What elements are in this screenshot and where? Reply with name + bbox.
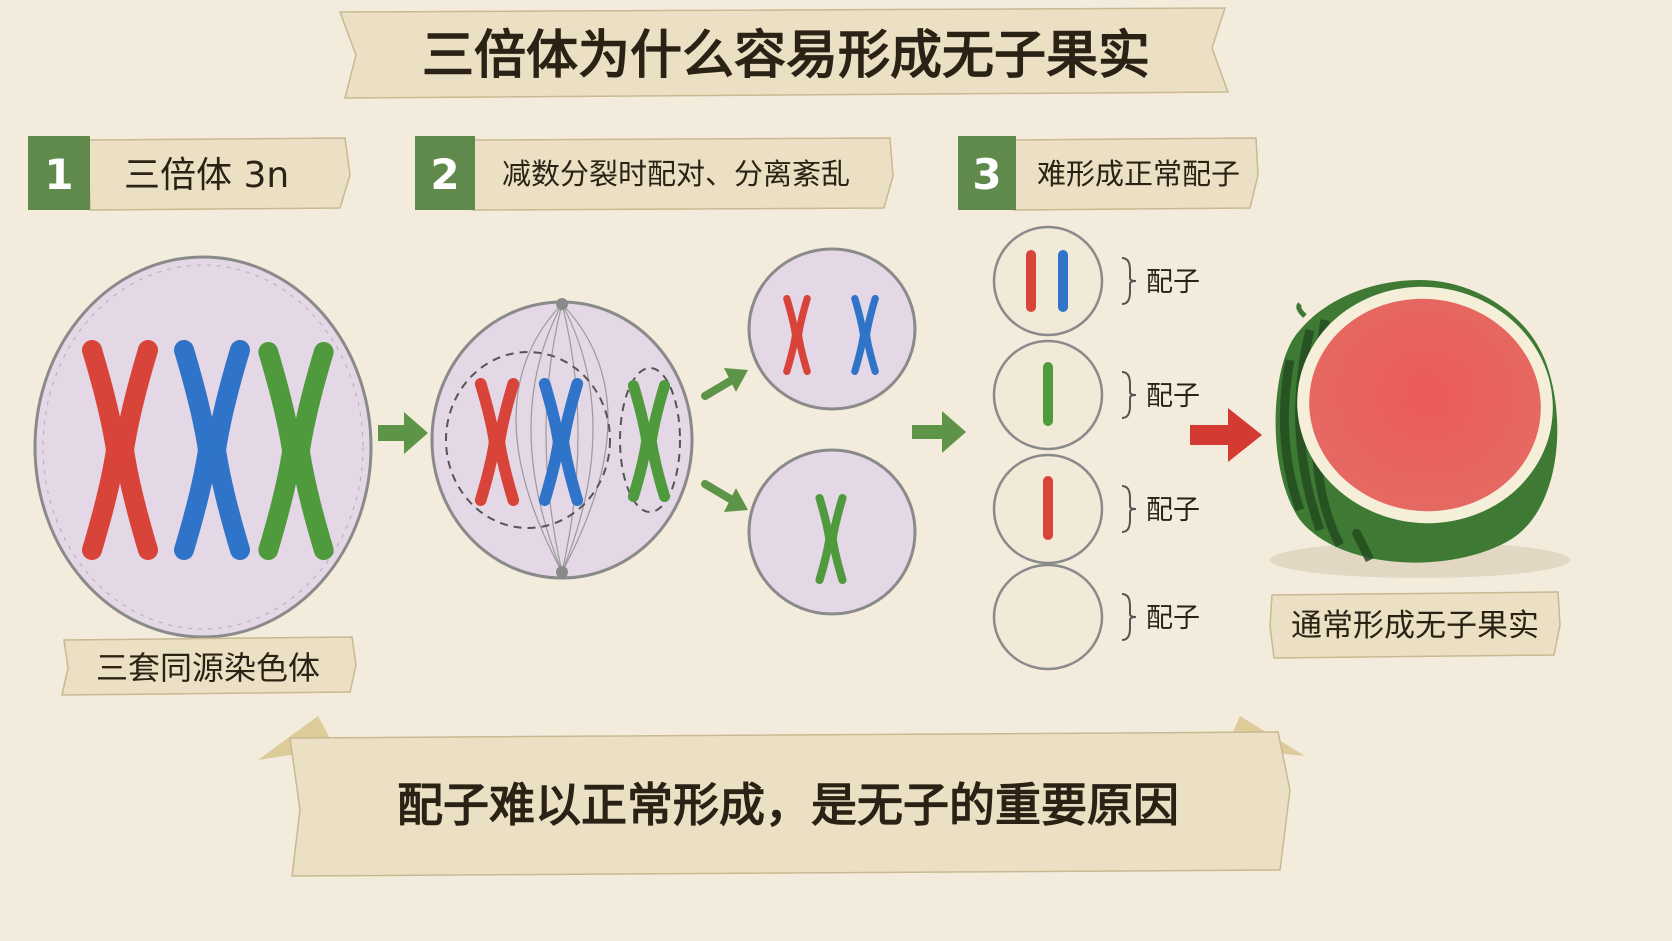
conclusion-banner: 配子难以正常形成，是无子的重要原因: [258, 716, 1305, 877]
step-2-label: 减数分裂时配对、分离紊乱: [502, 157, 850, 191]
step-2-header: 2 减数分裂时配对、分离紊乱: [415, 136, 894, 211]
arrow-down-right-icon: [701, 480, 748, 512]
fruit-caption: 通常形成无子果实: [1291, 608, 1539, 644]
step-3-header: 3 难形成正常配子: [958, 136, 1259, 211]
chromosome-red-icon: [1026, 250, 1036, 312]
chromosome-red-icon: [1043, 476, 1053, 540]
daughter-cell-bottom: [747, 448, 917, 616]
gamete-label: 配子: [1146, 495, 1200, 526]
cell-caption: 三套同源染色体: [96, 649, 320, 687]
step-1-header: 1 三倍体 3n: [28, 136, 351, 211]
triploid-cell: [33, 255, 373, 639]
gamete-item: 配子: [992, 339, 1200, 451]
gamete-item: 配子: [992, 225, 1200, 337]
gamete-list: 配子 配子 配子 配子: [992, 225, 1200, 671]
step-2-number: 2: [430, 150, 459, 199]
step-2-badge: [415, 136, 475, 210]
step-3-label: 难形成正常配子: [1037, 157, 1240, 191]
title-banner: 三倍体为什么容易形成无子果实: [338, 7, 1230, 99]
fruit-caption-tag: 通常形成无子果实: [1269, 591, 1561, 659]
arrow-right-icon: [1190, 408, 1262, 462]
chromosome-green-icon: [1043, 362, 1053, 426]
brace-icon: [1121, 593, 1137, 641]
gamete-item: 配子: [992, 563, 1200, 671]
step-3-number: 3: [972, 150, 1001, 199]
arrow-right-icon: [912, 411, 966, 453]
cell-caption-tag: 三套同源染色体: [61, 636, 357, 696]
step-3-badge: [958, 136, 1016, 210]
step-1-label: 三倍体 3n: [124, 155, 289, 196]
brace-icon: [1121, 257, 1137, 305]
chromosome-blue-icon: [1058, 250, 1068, 312]
spindle-pole-icon: [556, 566, 568, 578]
conclusion-text: 配子难以正常形成，是无子的重要原因: [397, 778, 1179, 832]
step-1-badge: [28, 136, 90, 210]
arrow-up-right-icon: [701, 368, 748, 400]
arrow-right-icon: [378, 412, 428, 454]
meiosis-cell: [430, 298, 694, 580]
spindle-fibers: [515, 303, 609, 573]
brace-icon: [1121, 485, 1137, 533]
watermelon-half-icon: [1270, 280, 1570, 578]
page-title: 三倍体为什么容易形成无子果实: [422, 26, 1150, 86]
step-1-number: 1: [44, 150, 73, 199]
daughter-cell-top: [747, 247, 917, 411]
spindle-pole-icon: [556, 298, 568, 310]
gamete-label: 配子: [1146, 267, 1200, 298]
brace-icon: [1121, 371, 1137, 419]
gamete-label: 配子: [1146, 603, 1200, 634]
gamete-label: 配子: [1146, 381, 1200, 412]
gamete-item: 配子: [992, 453, 1200, 565]
